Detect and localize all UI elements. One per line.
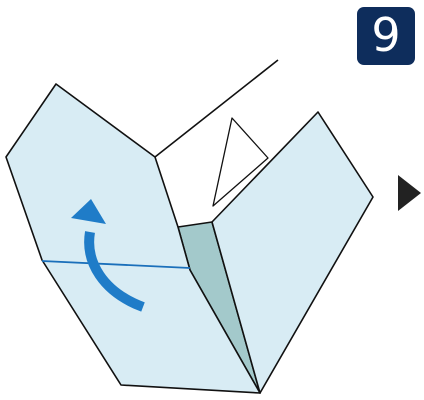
right-paper-panel xyxy=(211,111,374,394)
left-paper-panel xyxy=(5,83,261,394)
curved-up-arrow-icon xyxy=(71,199,145,312)
fold-line xyxy=(41,260,191,269)
step-number: 9 xyxy=(371,8,401,62)
inner-triangle-flap xyxy=(212,117,269,207)
right-triangle-icon xyxy=(398,175,421,211)
back-paper-edge xyxy=(154,59,279,158)
step-badge: 9 xyxy=(357,7,415,65)
